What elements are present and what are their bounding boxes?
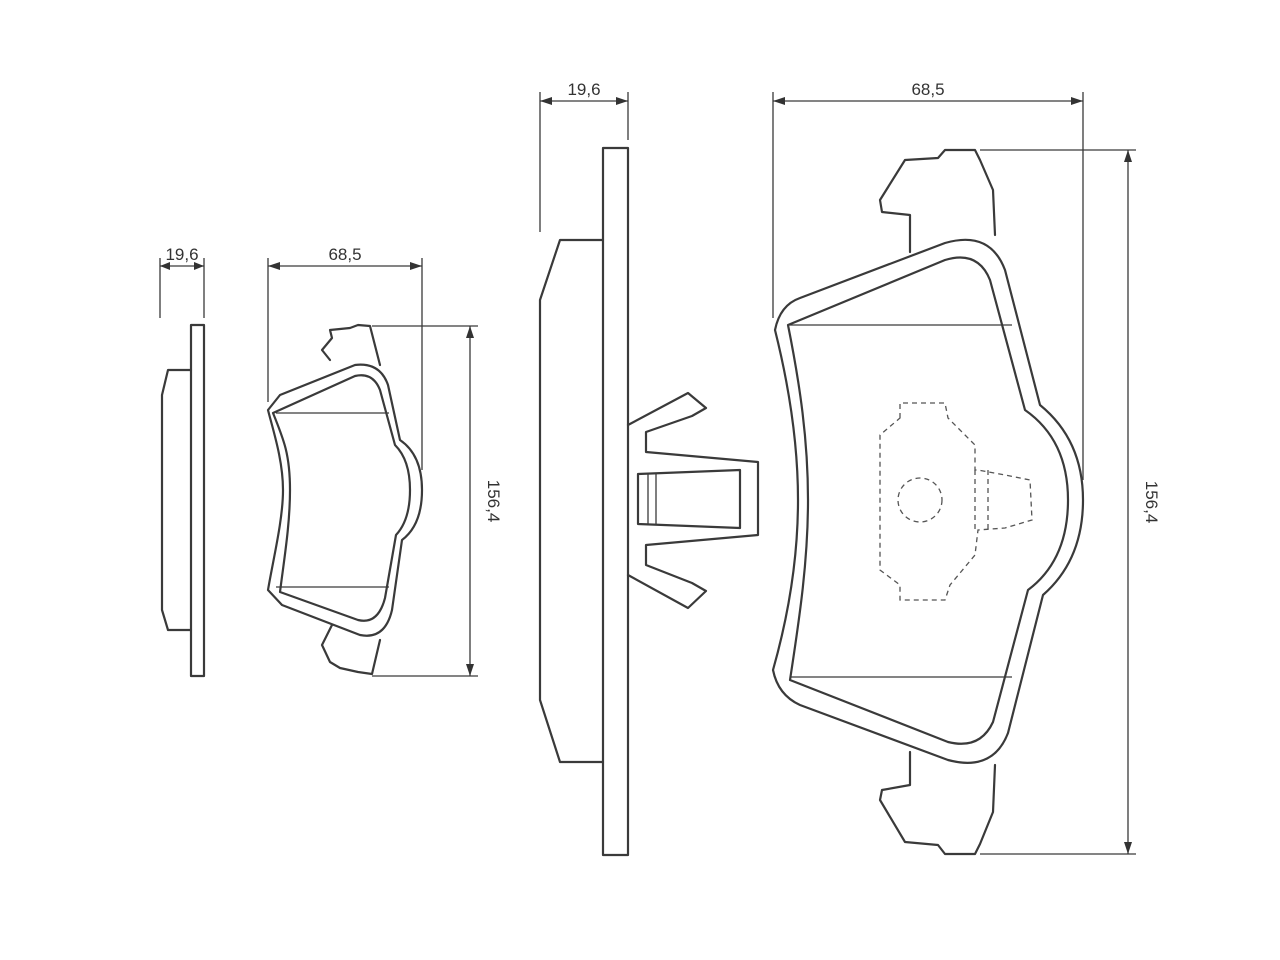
hidden-wear-sensor-outline xyxy=(879,402,1033,601)
large-friction-side xyxy=(538,238,605,764)
large-dimensions: 19,6 68,5 156,4 xyxy=(539,80,1161,855)
small-backing-plate-side xyxy=(189,323,206,678)
large-friction-pad xyxy=(786,256,1070,745)
small-friction-pad xyxy=(271,374,412,622)
large-side-view xyxy=(538,146,760,857)
hidden-sensor-lines xyxy=(974,470,989,530)
small-bottom-ear xyxy=(320,623,382,676)
large-top-ear xyxy=(878,148,997,254)
large-backing-plate-outline xyxy=(771,238,1085,764)
small-width-label: 68,5 xyxy=(328,245,361,264)
small-front-view xyxy=(266,323,424,676)
large-bottom-ear xyxy=(878,750,997,856)
small-top-ear xyxy=(320,323,382,367)
hidden-hole xyxy=(897,477,943,523)
large-backing-plate-side xyxy=(601,146,630,857)
spring-clip xyxy=(626,391,760,610)
spring-clip-inner xyxy=(636,468,742,530)
small-height-label: 156,4 xyxy=(484,480,503,523)
large-front-view xyxy=(771,148,1085,856)
small-thickness-label: 19,6 xyxy=(165,245,198,264)
small-dimensions: 19,6 68,5 156,4 xyxy=(159,245,503,677)
large-thickness-label: 19,6 xyxy=(567,80,600,99)
small-side-view xyxy=(160,323,206,678)
large-height-label: 156,4 xyxy=(1142,481,1161,524)
large-width-label: 68,5 xyxy=(911,80,944,99)
small-backing-plate-outline xyxy=(266,363,424,637)
small-friction-side xyxy=(160,368,193,632)
